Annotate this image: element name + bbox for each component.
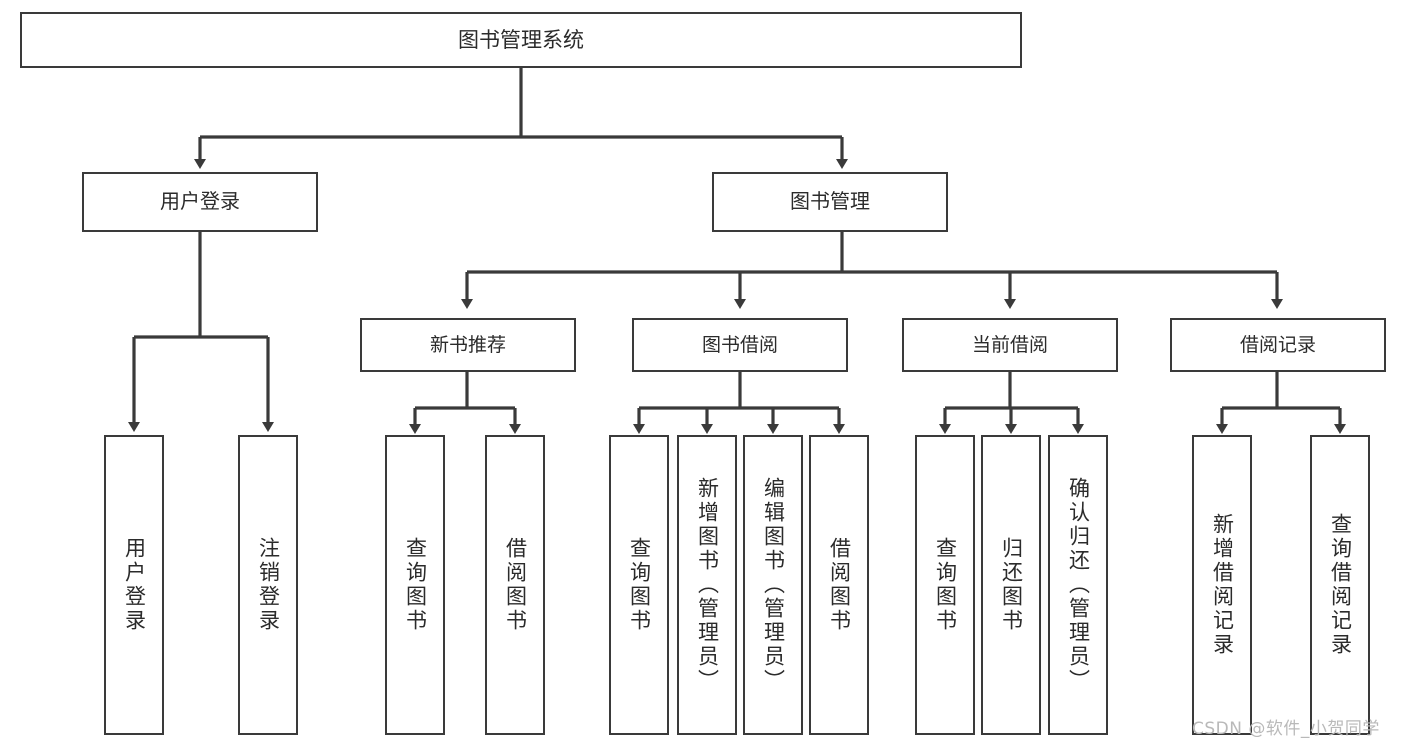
node-label: 图书管理系统: [458, 27, 584, 52]
leaf-borrow-borrow-book[interactable]: 借阅图书: [809, 435, 869, 735]
leaf-borrow-add-book-admin[interactable]: 新增图书（管理员）: [677, 435, 737, 735]
node-label: 新增图书（管理员）: [695, 477, 720, 693]
node-label: 借阅图书: [827, 537, 852, 633]
leaf-current-confirm-return-admin[interactable]: 确认归还（管理员）: [1048, 435, 1108, 735]
node-label: 归还图书: [999, 537, 1024, 633]
node-label: 查询图书: [933, 537, 958, 633]
node-label: 用户登录: [160, 189, 240, 214]
node-label: 当前借阅: [971, 333, 1048, 356]
node-label: 新增借阅记录: [1210, 513, 1235, 657]
node-label: 新书推荐: [429, 333, 506, 356]
node-label: 用户登录: [122, 537, 147, 633]
node-label: 查询借阅记录: [1328, 513, 1353, 657]
node-label: 确认归还（管理员）: [1066, 477, 1091, 693]
node-user-login[interactable]: 用户登录: [82, 172, 318, 232]
leaf-record-query-borrow-record[interactable]: 查询借阅记录: [1310, 435, 1370, 735]
leaf-current-return-book[interactable]: 归还图书: [981, 435, 1041, 735]
node-new-book-recommend[interactable]: 新书推荐: [360, 318, 576, 372]
node-root-book-management-system[interactable]: 图书管理系统: [20, 12, 1022, 68]
leaf-newbook-query-book[interactable]: 查询图书: [385, 435, 445, 735]
node-current-borrow[interactable]: 当前借阅: [902, 318, 1118, 372]
node-label: 图书管理: [790, 189, 870, 214]
node-label: 借阅图书: [503, 537, 528, 633]
leaf-borrow-edit-book-admin[interactable]: 编辑图书（管理员）: [743, 435, 803, 735]
node-label: 查询图书: [627, 537, 652, 633]
node-label: 借阅记录: [1239, 333, 1316, 356]
node-label: 注销登录: [256, 537, 281, 633]
node-borrow-record[interactable]: 借阅记录: [1170, 318, 1386, 372]
leaf-newbook-borrow-book[interactable]: 借阅图书: [485, 435, 545, 735]
node-label: 编辑图书（管理员）: [761, 477, 786, 693]
node-label: 查询图书: [403, 537, 428, 633]
node-book-borrow[interactable]: 图书借阅: [632, 318, 848, 372]
leaf-record-add-borrow-record[interactable]: 新增借阅记录: [1192, 435, 1252, 735]
node-book-management[interactable]: 图书管理: [712, 172, 948, 232]
leaf-user-login[interactable]: 用户登录: [104, 435, 164, 735]
leaf-borrow-query-book[interactable]: 查询图书: [609, 435, 669, 735]
leaf-current-query-book[interactable]: 查询图书: [915, 435, 975, 735]
node-label: 图书借阅: [701, 333, 778, 356]
csdn-watermark: CSDN @软件_小贺同学: [1192, 719, 1380, 739]
leaf-user-logout[interactable]: 注销登录: [238, 435, 298, 735]
